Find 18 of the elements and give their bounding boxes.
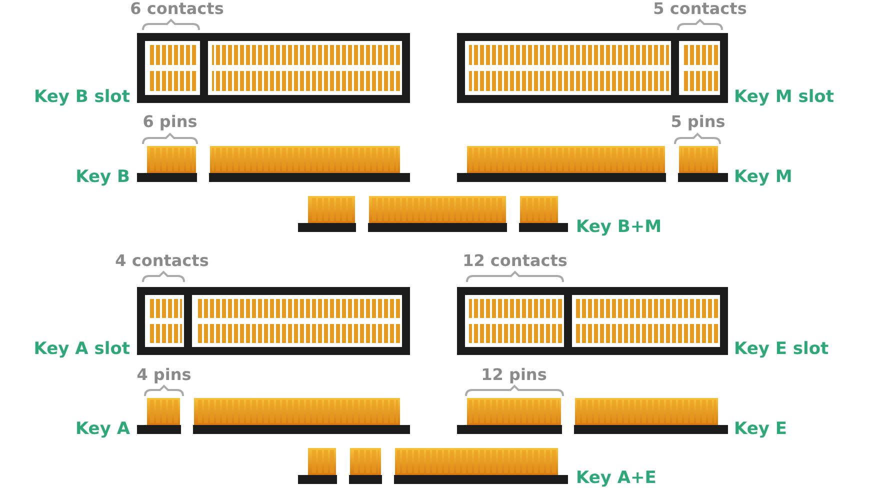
key-label: Key A slot: [34, 339, 130, 359]
key-label: Key B slot: [34, 87, 130, 107]
key-label: Key M: [734, 167, 792, 187]
key-label: Key B+M: [576, 217, 662, 237]
key-label: Key A+E: [576, 468, 656, 488]
count-label: 12 contacts: [462, 251, 568, 271]
count-label: 12 pins: [481, 365, 547, 385]
key-label: Key E slot: [734, 339, 829, 359]
key-label: Key E: [734, 419, 788, 439]
count-label: 6 contacts: [130, 0, 224, 19]
count-label: 5 contacts: [653, 0, 747, 19]
count-label: 6 pins: [142, 112, 198, 132]
count-label: 4 pins: [136, 365, 192, 385]
count-label: 4 contacts: [115, 251, 209, 271]
key-label: Key M slot: [734, 87, 834, 107]
key-label: Key B: [76, 167, 130, 187]
count-label: 5 pins: [670, 112, 726, 132]
key-label: Key A: [75, 419, 130, 439]
